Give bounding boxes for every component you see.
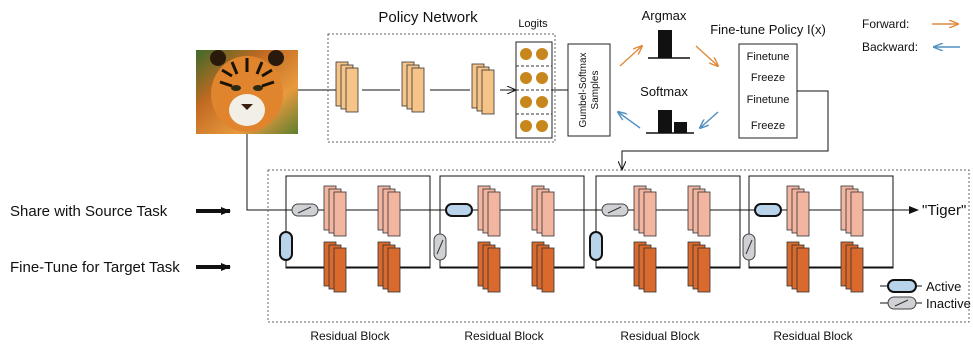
backward-arrow-in [700,111,719,128]
shared-conv-layer [477,185,501,237]
residual-block-3 [742,175,894,293]
active-switch [445,203,473,217]
finetune-conv-layer [377,241,401,293]
finetune-conv-layer [633,241,657,293]
finetune-policy-box [738,43,798,139]
policy-to-backbone-line [622,90,829,170]
finetune-conv-layer [687,241,711,293]
residual-block-1 [433,175,585,293]
tiger-image [196,50,298,134]
backbone-frame [267,169,970,323]
logit-dot [536,96,548,108]
active-switch [754,203,782,217]
residual-block-frame [439,175,585,269]
backward-arrow-out [618,112,641,129]
finetune-conv-layer [323,241,347,293]
finetune-conv-layer [477,241,501,293]
shared-conv-layer [786,185,810,237]
finetune-label: Fine-Tune for Target Task [10,259,180,276]
shared-conv-layer [323,185,347,237]
gumbel-label-line2: Samples [590,71,601,110]
forward-arrow-down [695,45,718,66]
finetune-conv-layer [531,241,555,293]
softmax-label: Softmax [640,84,688,99]
finetune-policy-title: Fine-tune Policy I(x) [710,22,826,37]
policy-layer-2 [471,63,495,115]
shared-conv-layer [633,185,657,237]
residual-block-label: Residual Block [620,329,700,343]
residual-block-label: Residual Block [773,329,853,343]
shared-conv-layer [840,185,864,237]
residual-block-2 [589,175,741,293]
input-to-backbone-line [246,134,292,211]
active-switch-icon [887,279,917,293]
logit-dot [536,48,548,60]
logit-dot [536,72,548,84]
inactive-legend-label: Inactive [926,296,971,311]
logit-dot [520,96,532,108]
share-label: Share with Source Task [10,203,168,220]
shared-conv-layer [531,185,555,237]
policy-item-0: Finetune [747,51,790,63]
residual-blocks [279,175,894,293]
residual-block-frame [595,175,741,269]
logit-dot [536,120,548,132]
gumbel-softmax-box [567,43,611,137]
policy-layer-1 [401,61,425,113]
logit-dot [520,120,532,132]
active-legend-label: Active [926,279,961,294]
forward-legend-label: Forward: [862,17,909,31]
residual-block-0 [279,175,431,293]
gumbel-label-line1: Gumbel-Softmax [578,52,589,127]
shared-conv-layer [377,185,401,237]
residual-block-label: Residual Block [464,329,544,343]
policy-network-title: Policy Network [378,9,478,26]
residual-block-frame [285,175,431,269]
softmax-histogram [646,110,694,134]
logit-dot [520,72,532,84]
policy-item-1: Freeze [751,72,785,84]
policy-item-3: Freeze [751,120,785,132]
finetune-conv-layer [840,241,864,293]
active-switch [279,231,293,261]
switch-legend: Active Inactive [880,279,971,311]
policy-network-frame [327,33,556,143]
argmax-label: Argmax [642,8,687,23]
output-label: "Tiger" [922,202,966,219]
policy-layer-0 [335,61,359,113]
forward-arrow-up [619,46,642,67]
residual-block-labels: Residual Block Residual Block Residual Blo… [310,329,853,343]
logits-box [515,41,553,139]
logits-label: Logits [518,18,548,30]
finetune-conv-layer [786,241,810,293]
residual-block-frame [748,175,894,269]
active-switch [589,231,603,261]
backward-legend-label: Backward: [862,40,918,54]
residual-block-label: Residual Block [310,329,390,343]
logit-dot [520,48,532,60]
shared-conv-layer [687,185,711,237]
policy-conv-layers [335,61,495,115]
policy-item-2: Finetune [747,94,790,106]
argmax-histogram [648,30,690,59]
